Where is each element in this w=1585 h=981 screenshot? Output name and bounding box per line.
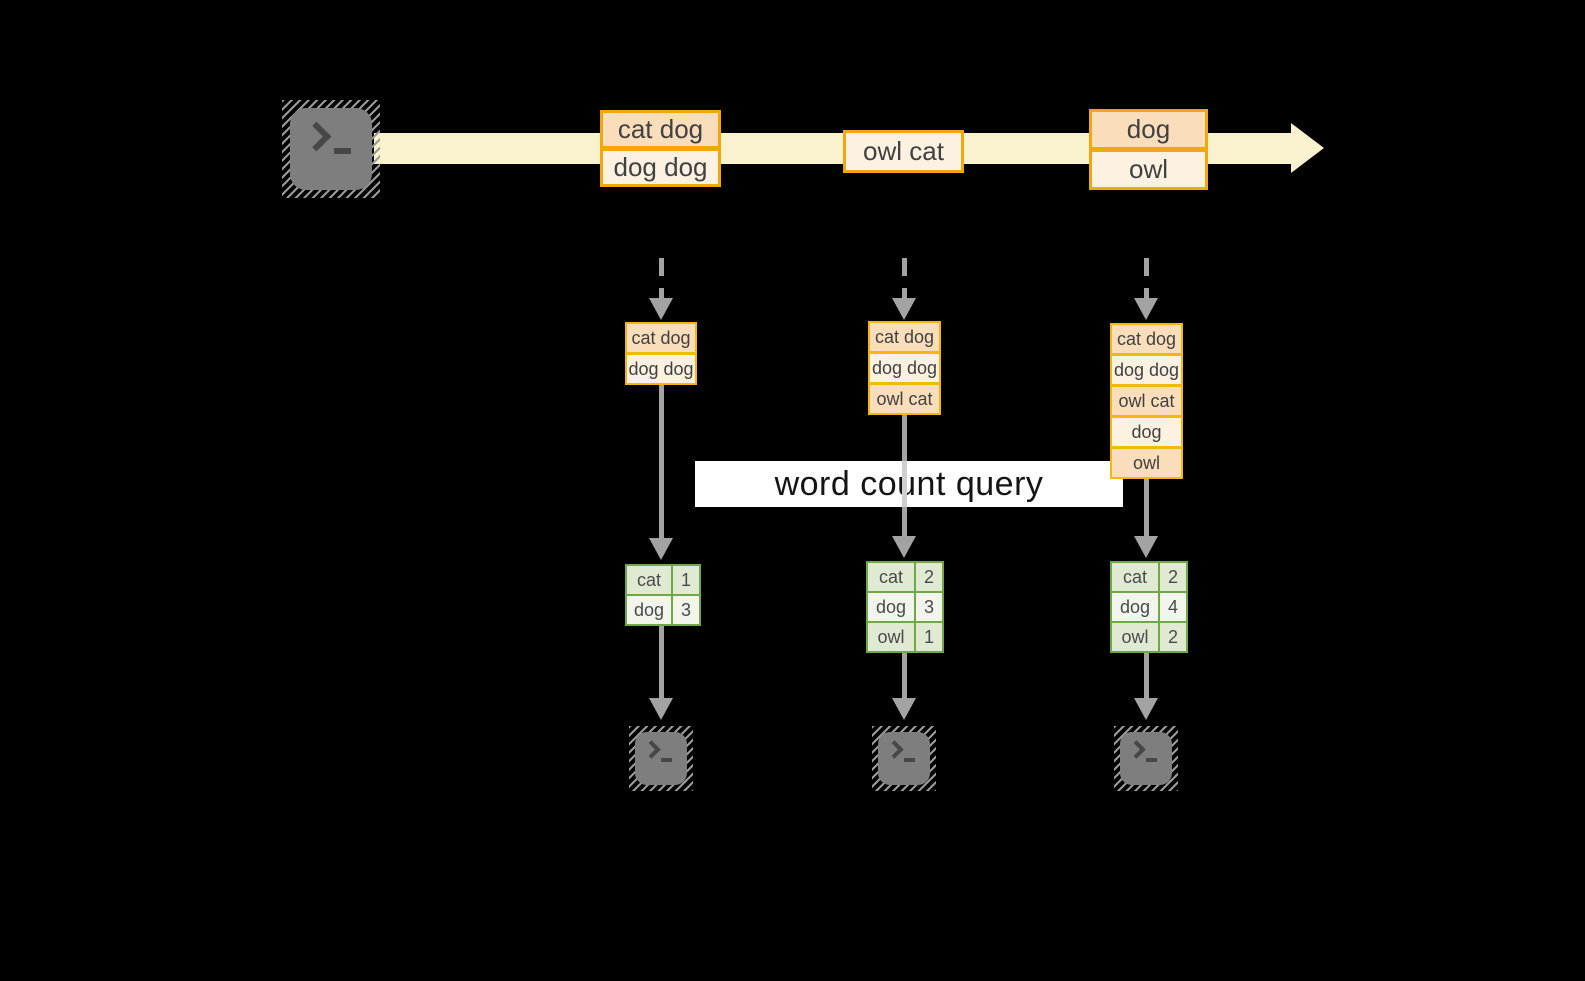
dashed-arrow-line — [659, 258, 664, 300]
stream-record: dog — [1089, 109, 1208, 150]
count-cell: 2 — [1160, 623, 1186, 651]
dashed-arrow-head-icon — [649, 298, 673, 320]
buffer-row: dog dog — [1110, 354, 1183, 386]
word-cell: dog — [1112, 593, 1158, 621]
buffer-row: dog dog — [868, 352, 941, 384]
buffer-stack-2: cat dog dog dog owl cat — [868, 321, 941, 415]
terminal-icon — [290, 108, 372, 190]
source-terminal-icon — [282, 100, 380, 198]
buffer-row: dog — [1110, 416, 1183, 448]
buffer-row: owl cat — [1110, 385, 1183, 417]
count-cell: 2 — [916, 563, 942, 591]
sink-terminal-icon-1 — [629, 726, 693, 791]
terminal-prompt-icon — [1127, 740, 1146, 759]
count-cell: 3 — [673, 596, 699, 624]
count-cell: 1 — [673, 566, 699, 594]
buffer-row: cat dog — [868, 321, 941, 353]
query-arrow-head-icon — [649, 538, 673, 560]
query-arrow-head-icon — [892, 536, 916, 558]
buffer-row: owl — [1110, 447, 1183, 479]
terminal-prompt-icon — [885, 740, 904, 759]
query-arrow-line — [902, 414, 907, 536]
buffer-row: cat dog — [625, 322, 697, 354]
word-cell: cat — [627, 566, 671, 594]
word-cell: dog — [868, 593, 914, 621]
terminal-underscore-icon — [334, 148, 351, 154]
terminal-icon — [1120, 732, 1172, 785]
buffer-stack-3: cat dog dog dog owl cat dog owl — [1110, 323, 1183, 479]
query-arrow-head-icon — [1134, 536, 1158, 558]
word-cell: cat — [868, 563, 914, 591]
count-cell: 2 — [1160, 563, 1186, 591]
buffer-row: cat dog — [1110, 323, 1183, 355]
sink-terminal-icon-2 — [872, 726, 936, 791]
terminal-underscore-icon — [1146, 758, 1157, 762]
sink-arrow-head-icon — [892, 698, 916, 720]
dashed-arrow-line — [1144, 258, 1149, 300]
buffer-stack-1: cat dog dog dog — [625, 322, 697, 385]
word-cell: dog — [627, 596, 671, 624]
terminal-underscore-icon — [904, 758, 915, 762]
terminal-icon — [878, 732, 930, 785]
stream-record-group-2: owl cat — [843, 130, 964, 173]
query-banner-label: word count query — [774, 464, 1044, 503]
buffer-row: dog dog — [625, 353, 697, 385]
stream-record: dog dog — [600, 148, 721, 187]
stream-record-group-3: dog owl — [1089, 109, 1208, 190]
sink-arrow-line — [902, 653, 907, 698]
word-cell: owl — [1112, 623, 1158, 651]
count-cell: 3 — [916, 593, 942, 621]
dashed-arrow-head-icon — [892, 298, 916, 320]
result-table-1: cat 1 dog 3 — [625, 564, 701, 626]
buffer-row: owl cat — [868, 383, 941, 415]
dashed-arrow-line — [902, 258, 907, 300]
terminal-underscore-icon — [661, 758, 672, 762]
word-cell: owl — [868, 623, 914, 651]
sink-arrow-head-icon — [1134, 698, 1158, 720]
stream-record: cat dog — [600, 110, 721, 149]
result-table-3: cat 2 dog 4 owl 2 — [1110, 561, 1188, 653]
sink-arrow-head-icon — [649, 698, 673, 720]
terminal-prompt-icon — [642, 740, 661, 759]
stream-arrowhead-icon — [1291, 123, 1324, 173]
word-cell: cat — [1112, 563, 1158, 591]
sink-terminal-icon-3 — [1114, 726, 1178, 791]
result-table-2: cat 2 dog 3 owl 1 — [866, 561, 944, 653]
terminal-icon — [635, 732, 687, 785]
count-cell: 1 — [916, 623, 942, 651]
stream-record: owl cat — [843, 130, 964, 173]
sink-arrow-line — [1144, 653, 1149, 698]
query-arrow-line — [1144, 479, 1149, 536]
stream-record: owl — [1089, 149, 1208, 190]
query-banner: word count query — [695, 461, 1123, 507]
sink-arrow-line — [659, 626, 664, 698]
stream-record-group-1: cat dog dog dog — [600, 110, 721, 187]
count-cell: 4 — [1160, 593, 1186, 621]
dashed-arrow-head-icon — [1134, 298, 1158, 320]
query-arrow-line — [659, 385, 664, 538]
terminal-prompt-icon — [301, 121, 332, 152]
